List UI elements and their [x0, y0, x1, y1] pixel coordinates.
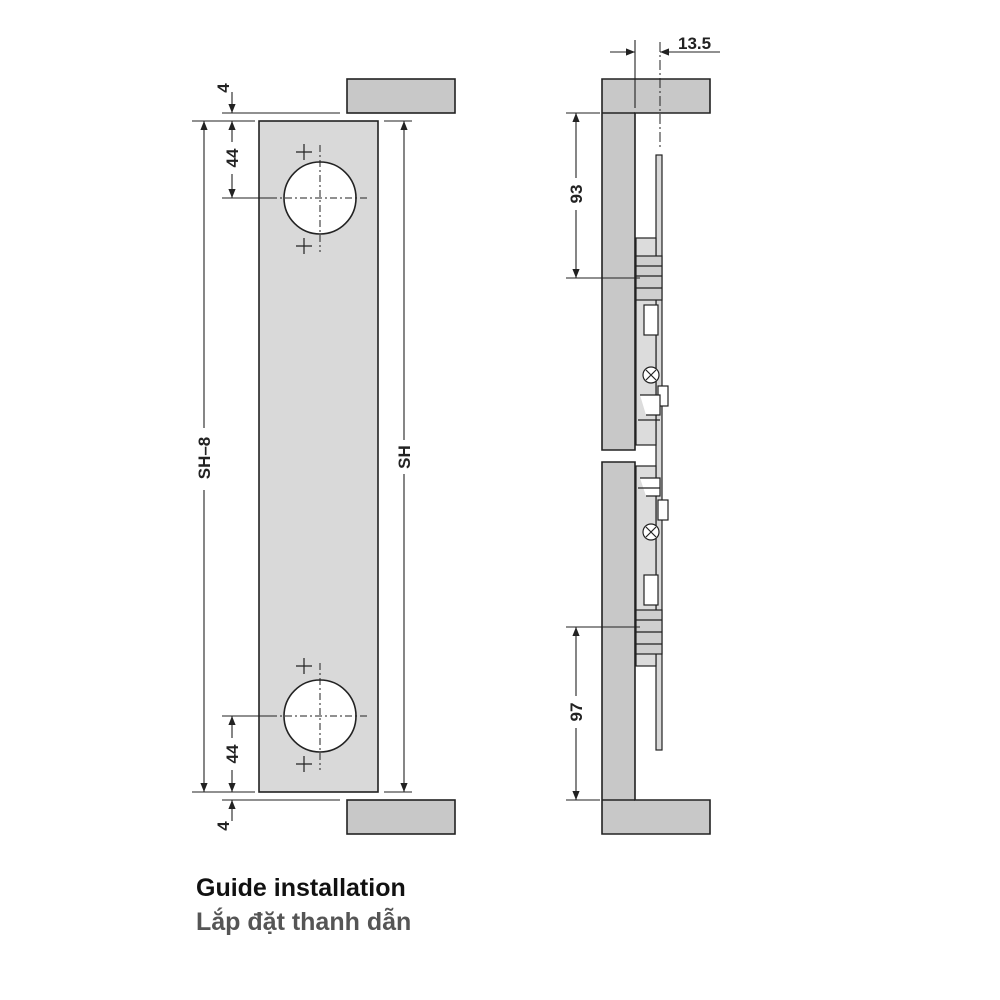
dim-overall-height: SH: [395, 445, 414, 469]
caption-subtitle: Lắp đặt thanh dẫn: [196, 908, 412, 936]
front-view: [192, 78, 456, 835]
bottom-hinge: [635, 465, 669, 667]
dim-bottom-bracket: 97: [567, 703, 586, 722]
dim-top-hole-offset: 44: [223, 148, 242, 167]
side-dimension-labels: 13.5 93 97: [566, 34, 711, 728]
guide-rail: [655, 154, 663, 751]
bottom-shelf: [346, 799, 456, 835]
dim-top-gap: 4: [214, 83, 233, 93]
side-view: [566, 40, 720, 835]
top-hole: [270, 144, 370, 254]
installation-drawing: 4 44 SH–8 SH 44 4: [192, 34, 720, 835]
dim-top-bracket: 93: [567, 185, 586, 204]
break-line: [597, 452, 663, 460]
dim-inner-height: SH–8: [195, 437, 214, 480]
dim-bottom-gap: 4: [214, 821, 233, 831]
caption-title: Guide installation: [196, 874, 406, 902]
dim-side-offset: 13.5: [678, 34, 711, 53]
dim-bottom-hole-offset: 44: [223, 744, 242, 763]
top-hinge: [635, 237, 669, 446]
top-shelf: [346, 78, 456, 114]
bottom-hole: [270, 658, 370, 772]
front-dimension-labels: 4 44 SH–8 SH 44 4: [194, 83, 414, 831]
